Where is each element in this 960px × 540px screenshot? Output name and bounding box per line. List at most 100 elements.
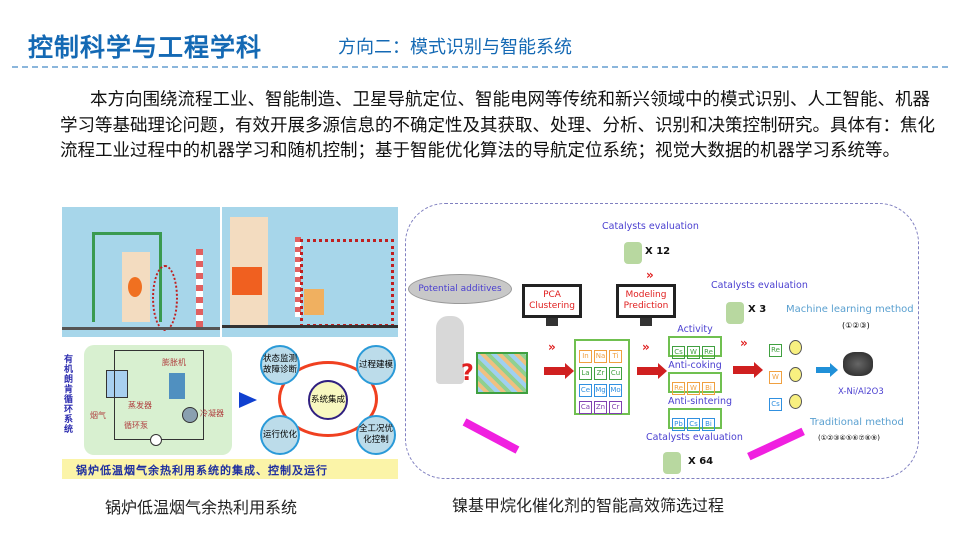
magenta-arrow-icon xyxy=(747,427,805,461)
evaporator-label: 蒸发器 xyxy=(128,401,152,410)
group-label: Activity xyxy=(677,324,713,335)
arrow-right-icon xyxy=(239,392,257,408)
eval-top-label: Catalysts evaluation xyxy=(602,221,699,232)
element-cell: Re xyxy=(702,346,715,359)
element-cell: Na xyxy=(594,350,607,363)
selected-item: W xyxy=(768,364,802,384)
traditional-cost: (①②③④⑤⑥⑦⑧⑨) xyxy=(818,434,880,442)
boiler-banner: 锅炉低温烟气余热利用系统的集成、控制及运行 xyxy=(62,459,398,479)
catalyst-screening-figure: Catalysts evaluation X 12 » Potential ad… xyxy=(405,203,919,479)
chevron-down-icon: » xyxy=(740,336,748,350)
selected-element: Re xyxy=(769,344,782,357)
selected-element: W xyxy=(769,371,782,384)
pump-label: 循环泵 xyxy=(124,421,148,430)
element-cell: Cs xyxy=(672,346,685,359)
node-modeling: 过程建模 xyxy=(356,345,396,385)
node-monitoring: 状态监测故障诊断 xyxy=(260,345,300,385)
element-cell: Cu xyxy=(609,367,622,380)
element-cell: Pb xyxy=(672,418,685,431)
lightbulb-icon xyxy=(789,340,802,355)
condenser-label: 冷凝器 xyxy=(200,409,224,418)
element-cell: Bi xyxy=(702,382,715,395)
right-caption: 镍基甲烷化催化剂的智能高效筛选过程 xyxy=(452,496,725,515)
boiler-schematic-left xyxy=(62,207,220,337)
element-cell: In xyxy=(579,350,592,363)
magenta-arrow-icon xyxy=(462,418,520,454)
eval-mid-label: Catalysts evaluation xyxy=(711,280,808,291)
selected-element: Cs xyxy=(769,398,782,411)
ml-method-label: Machine learning method xyxy=(786,304,914,315)
element-cell: Zn xyxy=(594,401,607,414)
selected-item: Cs xyxy=(768,391,802,411)
boiler-figure: 膨胀机 蒸发器 烟气 冷凝器 循环泵 有机朗肯循环系统 状态监测故障诊断 过程建… xyxy=(62,207,398,479)
page-title: 控制科学与工程学科 xyxy=(28,33,263,62)
modeling-monitor: Modeling Prediction xyxy=(616,284,676,326)
question-mark-icon: ? xyxy=(461,361,474,386)
node-optimization: 运行优化 xyxy=(260,415,300,455)
lightbulb-icon xyxy=(789,394,802,409)
x3-count: X 3 xyxy=(748,304,767,315)
product-label: X-Ni/Al2O3 xyxy=(838,387,884,397)
header-divider xyxy=(12,66,948,68)
element-cell: Ca xyxy=(579,401,592,414)
element-cell: W xyxy=(687,382,700,395)
chevron-down-icon: » xyxy=(646,268,654,282)
boiler-schematic-right xyxy=(222,207,398,337)
element-cell: W xyxy=(687,346,700,359)
orc-side-label: 有机朗肯循环系统 xyxy=(64,355,74,435)
traditional-method-label: Traditional method xyxy=(810,417,904,428)
left-caption: 锅炉低温烟气余热利用系统 xyxy=(105,498,298,517)
additives-pool xyxy=(476,352,528,394)
element-cell: Cs xyxy=(687,418,700,431)
group-label: Anti-coking xyxy=(668,360,722,371)
system-integration-diagram: 状态监测故障诊断 过程建模 系统集成 运行优化 全工况优化控制 xyxy=(260,345,398,455)
arrow-right-icon xyxy=(637,363,667,379)
orc-cycle-diagram: 膨胀机 蒸发器 烟气 冷凝器 循环泵 xyxy=(84,345,232,455)
element-cell: La xyxy=(579,367,592,380)
element-cell: Ce xyxy=(579,384,592,397)
node-integration: 系统集成 xyxy=(308,380,348,420)
selected-item: Re xyxy=(768,337,802,357)
element-cell: Bi xyxy=(702,418,715,431)
eval-bottom-label: Catalysts evaluation xyxy=(646,432,743,443)
element-cell: Mo xyxy=(609,384,622,397)
thinking-person-icon xyxy=(436,316,464,384)
group-label: Anti-sintering xyxy=(668,396,733,407)
pca-monitor: PCA Clustering xyxy=(522,284,582,326)
flue-gas-label: 烟气 xyxy=(90,411,106,420)
chevron-down-icon: » xyxy=(642,340,650,354)
arrow-right-icon xyxy=(816,367,830,373)
researcher-icon xyxy=(663,452,681,474)
lightbulb-icon xyxy=(789,367,802,382)
element-cell: Cr xyxy=(609,401,622,414)
page-subtitle: 方向二：模式识别与智能系统 xyxy=(338,37,572,58)
ml-cost: (①②③) xyxy=(842,321,870,330)
expander-label: 膨胀机 xyxy=(162,358,186,367)
arrow-right-icon xyxy=(733,362,763,378)
researcher-icon xyxy=(726,302,744,324)
x64-count: X 64 xyxy=(688,456,714,467)
element-cell: Re xyxy=(672,382,685,395)
chevron-down-icon: » xyxy=(548,340,556,354)
x12-count: X 12 xyxy=(645,246,671,257)
element-cell: Zr xyxy=(594,367,607,380)
catalyst-pellets xyxy=(843,352,873,376)
researcher-icon xyxy=(624,242,642,264)
element-cell: Ti xyxy=(609,350,622,363)
node-control: 全工况优化控制 xyxy=(356,415,396,455)
arrow-right-icon xyxy=(544,363,574,379)
element-cell: Mg xyxy=(594,384,607,397)
potential-additives-bubble: Potential additives xyxy=(408,274,512,304)
description-paragraph: 本方向围绕流程工业、智能制造、卫星导航定位、智能电网等传统和新兴领域中的模式识别… xyxy=(60,90,935,162)
arrow-head-icon xyxy=(830,363,838,377)
